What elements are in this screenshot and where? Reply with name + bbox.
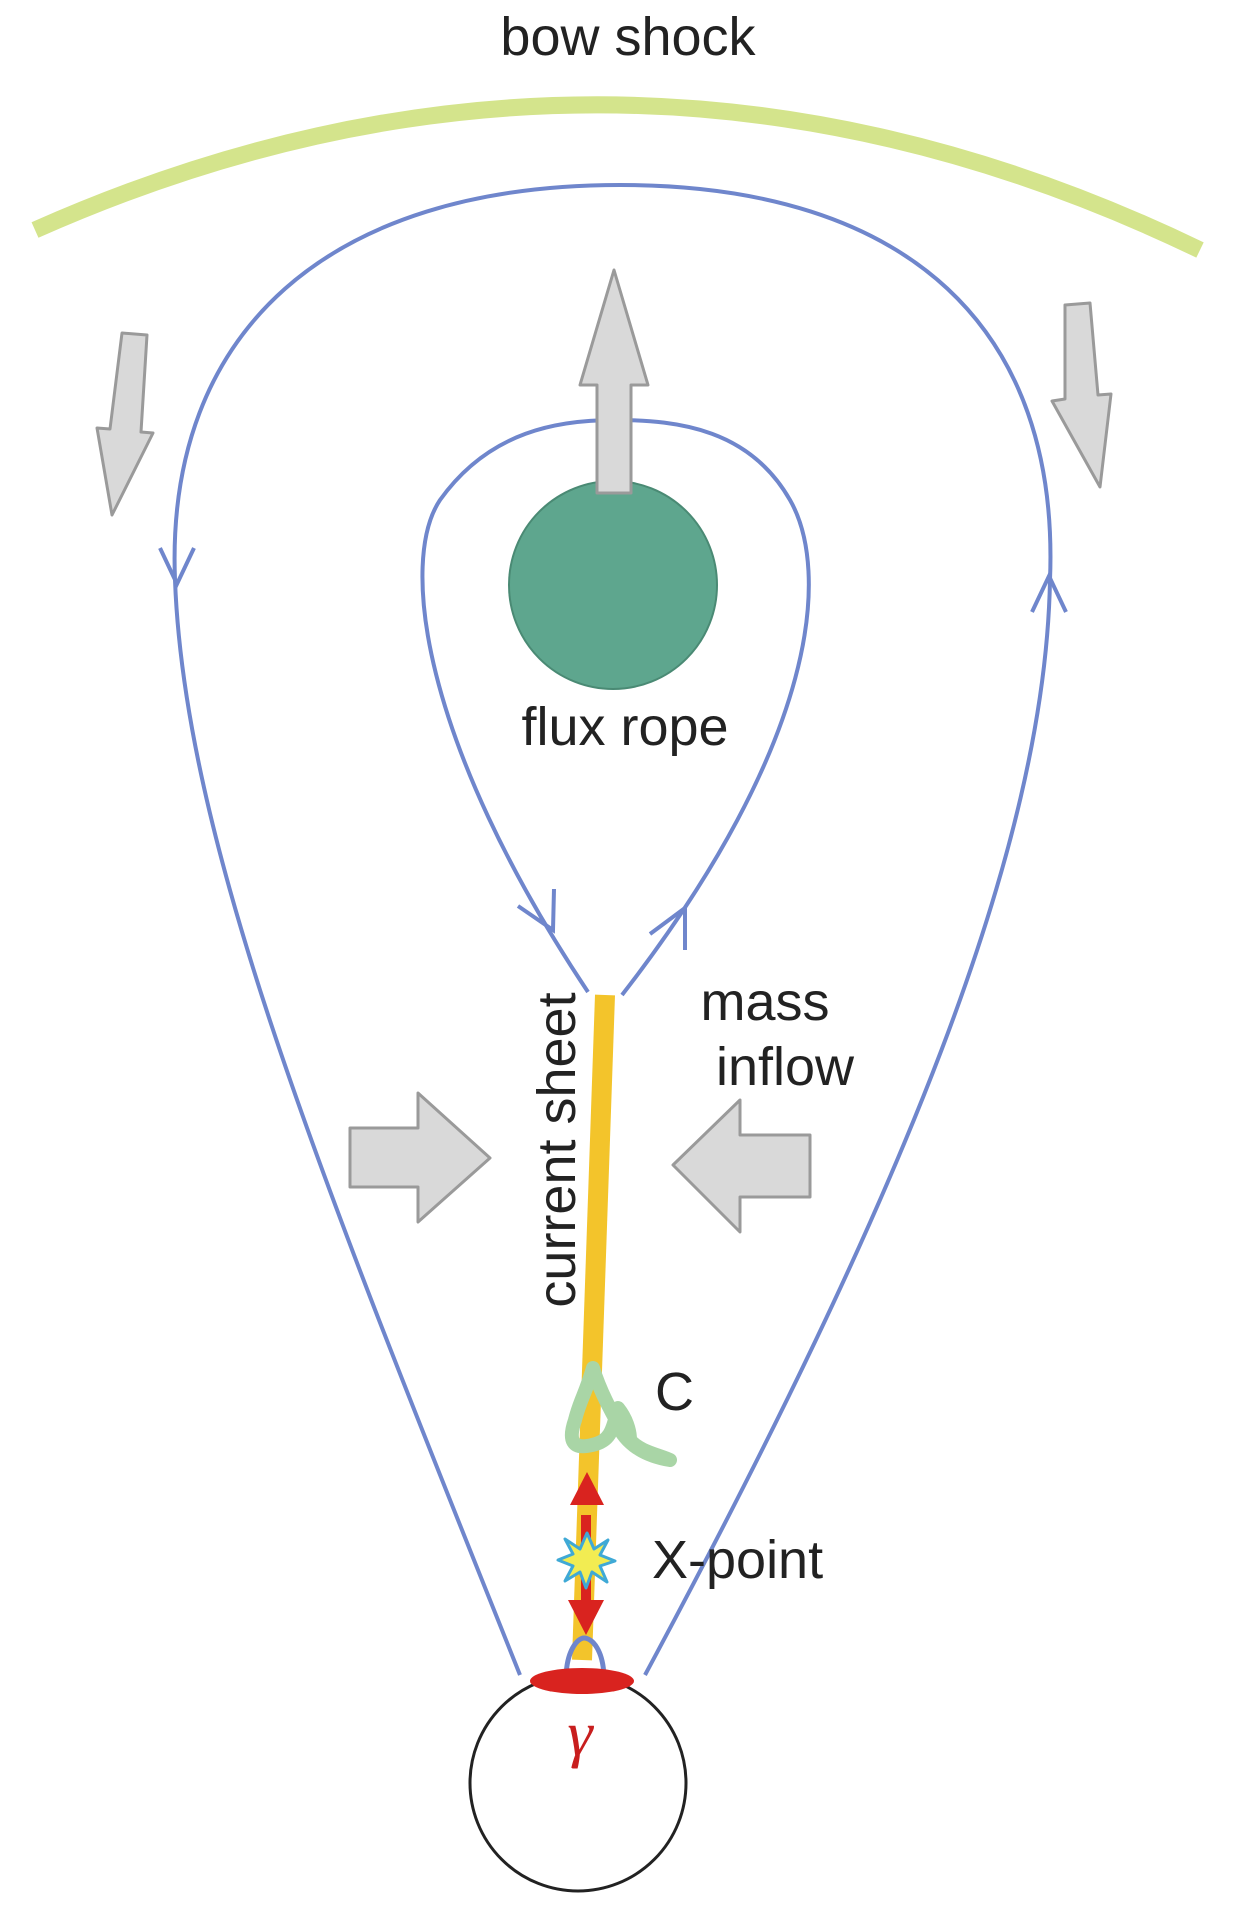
c-region-blob xyxy=(564,1361,677,1467)
bow-shock-label: bow shock xyxy=(500,7,756,67)
current-sheet-label: current sheet xyxy=(527,992,587,1307)
flux-rope-circle xyxy=(508,480,718,690)
footpoint-region xyxy=(530,1668,634,1694)
inflow-arrow-left xyxy=(348,1091,492,1224)
x-point-label: X-point xyxy=(652,1530,823,1590)
bow-shock-arc xyxy=(31,96,1204,258)
flux-rope-up-arrow xyxy=(578,268,650,495)
c-label: C xyxy=(655,1362,694,1422)
post-flare-loop xyxy=(563,1635,607,1681)
inner-line-arrow-left xyxy=(516,888,556,934)
x-point-star xyxy=(556,1531,617,1590)
flux-rope-label: flux rope xyxy=(521,697,728,757)
down-arrow-left xyxy=(95,331,155,517)
jet-arrow-down xyxy=(568,1600,604,1635)
outer-line-arrow-left xyxy=(158,547,196,589)
gamma-label: γ xyxy=(567,1698,594,1769)
outer-field-line xyxy=(172,182,1053,1676)
down-arrow-right xyxy=(1050,301,1113,489)
inflow-arrow-right xyxy=(671,1098,812,1234)
outer-line-arrow-right xyxy=(1030,571,1068,613)
mass-inflow-label-line2: inflow xyxy=(716,1037,855,1097)
mass-inflow-label-line1: mass xyxy=(700,972,829,1032)
inner-line-arrow-right xyxy=(648,904,687,950)
jet-arrow-up xyxy=(570,1472,604,1505)
